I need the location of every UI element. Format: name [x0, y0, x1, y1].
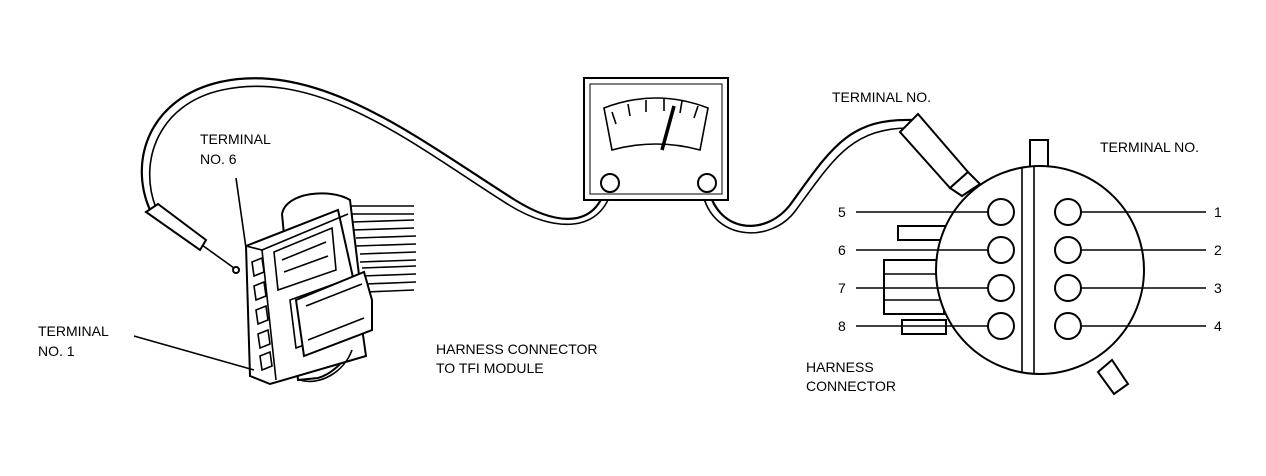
- tfi-harness-connector: [244, 192, 417, 386]
- label-right-terminal-no: TERMINAL NO.: [1100, 139, 1199, 155]
- left-test-lead: [140, 77, 613, 226]
- pin-number: 7: [838, 280, 846, 296]
- label-line: NO. 6: [200, 151, 237, 167]
- pin-number: 8: [838, 318, 846, 334]
- label-line: TERMINAL: [38, 323, 109, 339]
- label-line: CONNECTOR: [806, 378, 896, 394]
- pin-number: 1: [1214, 204, 1222, 220]
- pin-number: 2: [1214, 242, 1222, 258]
- label-right-probe-terminal: TERMINAL NO.: [832, 89, 931, 105]
- right-test-lead: [701, 118, 913, 234]
- label-line: NO. 1: [38, 343, 75, 359]
- left-probe: [144, 202, 240, 274]
- pin-number: 4: [1214, 318, 1222, 334]
- label-line: HARNESS CONNECTOR: [436, 341, 598, 357]
- label-left-terminal-1: TERMINAL NO. 1: [38, 323, 109, 359]
- pin-numbers-left: 5 6 7 8: [838, 204, 846, 334]
- label-left-terminal-6: TERMINAL NO. 6: [200, 131, 271, 167]
- ohmmeter: [583, 77, 729, 201]
- pin-number: 5: [838, 204, 846, 220]
- label-right-connector: HARNESS CONNECTOR: [806, 359, 896, 394]
- leader-lines: [133, 177, 1206, 371]
- label-line: TO TFI MODULE: [436, 360, 544, 376]
- round-harness-connector: [883, 139, 1145, 396]
- label-module-connector: HARNESS CONNECTOR TO TFI MODULE: [436, 341, 598, 376]
- pin-number: 3: [1214, 280, 1222, 296]
- label-line: TERMINAL: [200, 131, 271, 147]
- label-line: HARNESS: [806, 359, 874, 375]
- pin-numbers-right: 1 2 3 4: [1214, 204, 1222, 334]
- pin-number: 6: [838, 242, 846, 258]
